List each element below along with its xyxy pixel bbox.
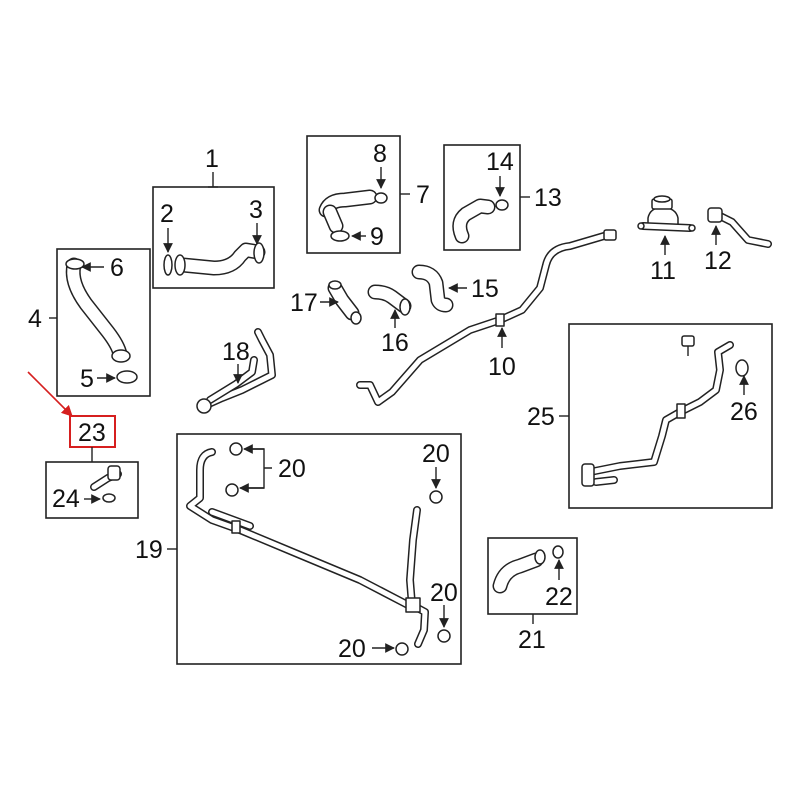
callout-23[interactable]: 23 <box>78 419 106 447</box>
callout-17[interactable]: 17 <box>290 289 318 317</box>
callout-19[interactable]: 19 <box>135 536 163 564</box>
callout-4[interactable]: 4 <box>28 305 42 333</box>
callout-18[interactable]: 18 <box>222 338 250 366</box>
coolant-tube-part-10[interactable] <box>356 229 617 406</box>
callout-8[interactable]: 8 <box>373 140 387 168</box>
elbow-part-7[interactable] <box>318 189 388 242</box>
group-19-box <box>167 433 462 665</box>
callout-22[interactable]: 22 <box>545 583 573 611</box>
callout-1[interactable]: 1 <box>205 145 219 173</box>
callout-9[interactable]: 9 <box>370 223 384 251</box>
group-7-box <box>306 135 410 254</box>
group-25-box <box>559 323 773 509</box>
callout-6[interactable]: 6 <box>110 254 124 282</box>
callout-20-a[interactable]: 20 <box>278 455 306 483</box>
callout-25[interactable]: 25 <box>527 403 555 431</box>
callout-20-d[interactable]: 20 <box>338 635 366 663</box>
callout-21[interactable]: 21 <box>518 626 546 654</box>
group-21-box <box>487 537 578 624</box>
group-13-box <box>443 144 530 251</box>
hose-part-21[interactable] <box>492 545 564 594</box>
bracket-20a <box>248 448 272 489</box>
valve-part-11[interactable] <box>637 195 696 232</box>
hose-part-15[interactable] <box>411 264 454 313</box>
callout-15[interactable]: 15 <box>471 275 499 303</box>
callout-24[interactable]: 24 <box>52 485 80 513</box>
upper-hose-part-4[interactable] <box>65 257 138 384</box>
callout-26[interactable]: 26 <box>730 398 758 426</box>
callout-11[interactable]: 11 <box>650 257 676 285</box>
coolant-hose-part-1[interactable] <box>163 242 266 276</box>
callout-20-b[interactable]: 20 <box>422 440 450 468</box>
callout-12[interactable]: 12 <box>704 247 732 275</box>
group-23-box <box>45 447 139 519</box>
callout-5[interactable]: 5 <box>80 365 94 393</box>
connector-part-17[interactable] <box>327 280 362 325</box>
fitting-part-23[interactable] <box>90 465 122 503</box>
callout-14[interactable]: 14 <box>486 148 514 176</box>
tube-part-18[interactable] <box>196 328 276 414</box>
callout-16[interactable]: 16 <box>381 329 409 357</box>
hose-part-16[interactable] <box>367 284 412 316</box>
tube-assembly-part-25[interactable] <box>581 335 749 487</box>
callout-7[interactable]: 7 <box>416 181 430 209</box>
callout-20-c[interactable]: 20 <box>430 579 458 607</box>
callout-2[interactable]: 2 <box>160 200 174 228</box>
clamps-part-20[interactable] <box>225 442 451 656</box>
tube-assembly-part-19[interactable] <box>186 448 429 648</box>
callout-10[interactable]: 10 <box>488 353 516 381</box>
sensor-tube-part-12[interactable] <box>707 207 772 248</box>
callout-13[interactable]: 13 <box>534 184 562 212</box>
highlight-arrow <box>27 371 73 417</box>
group-4-box <box>49 248 151 397</box>
hose-part-13[interactable] <box>452 198 509 244</box>
group-1-box <box>152 172 275 289</box>
callout-3[interactable]: 3 <box>249 196 263 224</box>
